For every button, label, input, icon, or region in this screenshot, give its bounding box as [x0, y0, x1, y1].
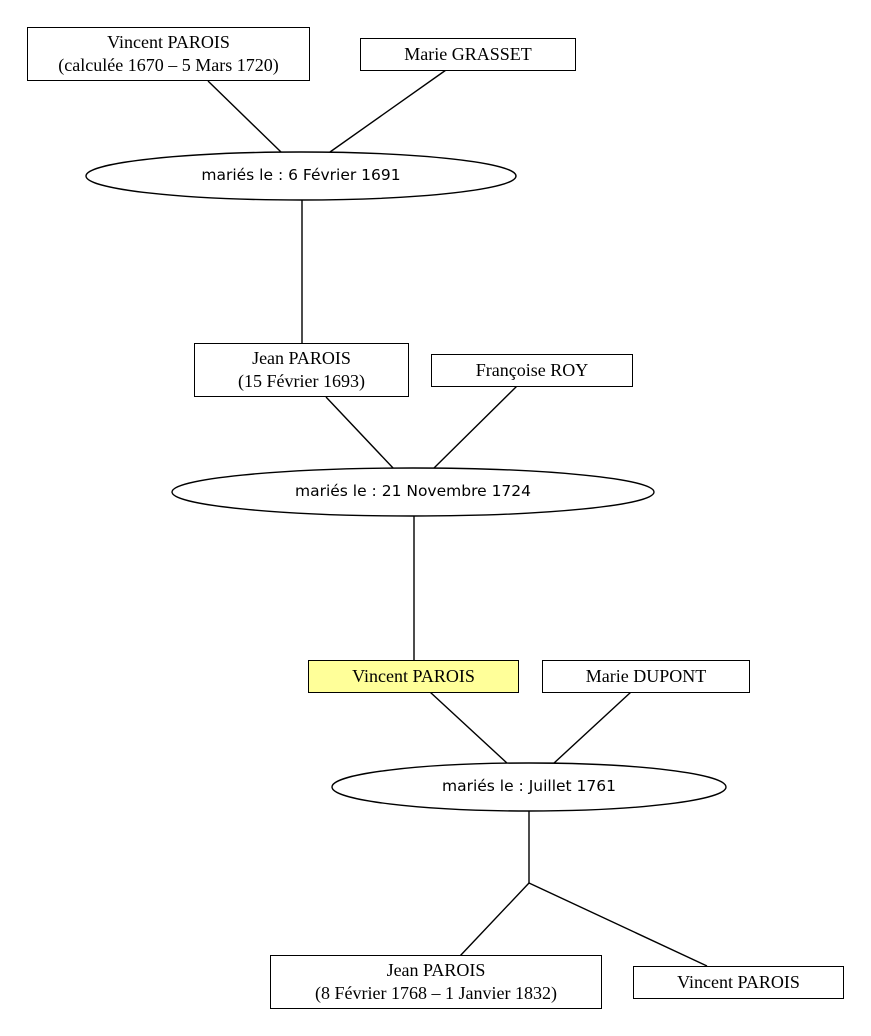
person-box-jean-parois-2: Jean PAROIS (8 Février 1768 – 1 Janvier … — [270, 955, 602, 1009]
person-dates: (8 Février 1768 – 1 Janvier 1832) — [315, 983, 557, 1003]
marriage-ellipse — [171, 467, 655, 517]
person-name: Jean PAROIS — [252, 348, 351, 368]
person-box-vincent-parois-highlighted: Vincent PAROIS — [308, 660, 519, 693]
person-name: Marie GRASSET — [404, 44, 532, 64]
marriage-label: mariés le : Juillet 1761 — [441, 777, 617, 795]
person-box-vincent-parois-2: Vincent PAROIS — [633, 966, 844, 999]
person-dates: (15 Février 1693) — [238, 371, 365, 391]
marriage-label: mariés le : 21 Novembre 1724 — [294, 482, 532, 500]
person-name: Françoise ROY — [475, 360, 589, 380]
person-box-vincent-parois-1: Vincent PAROIS (calculée 1670 – 5 Mars 1… — [27, 27, 310, 81]
connector-line — [207, 80, 282, 153]
marriage-label: mariés le : 6 Février 1691 — [201, 166, 401, 184]
connector-line — [429, 691, 509, 765]
person-dates: (calculée 1670 – 5 Mars 1720) — [58, 55, 279, 75]
connector-line — [329, 69, 447, 153]
person-box-jean-parois-1: Jean PAROIS (15 Février 1693) — [194, 343, 409, 397]
marriage-ellipse — [85, 151, 517, 201]
connector-line — [432, 385, 518, 470]
person-box-marie-grasset: Marie GRASSET — [360, 38, 576, 71]
connector-line — [459, 882, 530, 957]
connector-line — [552, 691, 632, 765]
connector-line — [528, 882, 708, 967]
person-name: Vincent PAROIS — [352, 666, 475, 686]
person-box-francoise-roy: Françoise ROY — [431, 354, 633, 387]
person-name: Marie DUPONT — [585, 666, 707, 686]
person-name: Vincent PAROIS — [107, 32, 230, 52]
person-box-marie-dupont: Marie DUPONT — [542, 660, 750, 693]
marriage-ellipse — [331, 762, 727, 812]
person-name: Jean PAROIS — [386, 960, 486, 980]
connector-line — [325, 396, 395, 470]
person-name: Vincent PAROIS — [677, 972, 800, 992]
